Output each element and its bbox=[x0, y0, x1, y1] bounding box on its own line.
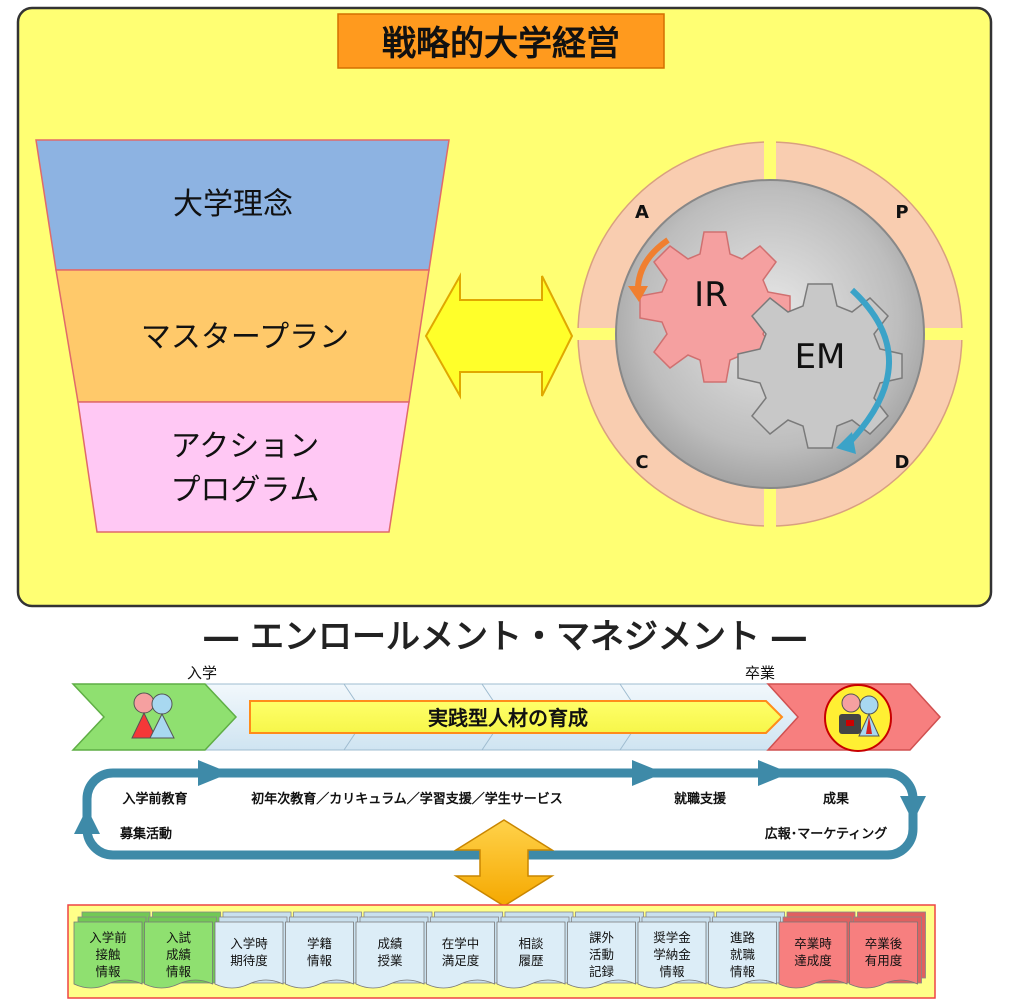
data-card-label: 奨学金 bbox=[653, 930, 691, 945]
data-card-label: 入学前 bbox=[89, 930, 127, 945]
cycle-outcome: 成果 bbox=[823, 791, 849, 807]
data-card-label: 入学時 bbox=[230, 936, 268, 951]
graduation-label: 卒業 bbox=[745, 664, 775, 682]
data-card-label: 成績 bbox=[377, 936, 402, 951]
banner-arrow bbox=[249, 700, 784, 734]
em-rotation-arrow-icon bbox=[845, 287, 892, 447]
page-title: 戦略的大学経営 bbox=[382, 24, 620, 64]
entry-label: 入学 bbox=[187, 664, 217, 682]
data-card-label: 満足度 bbox=[442, 953, 480, 968]
cycle-pr-marketing: 広報･マーケティング bbox=[765, 826, 887, 842]
ir-gear-icon bbox=[639, 231, 791, 383]
ir-rotation-arrowhead-icon bbox=[628, 286, 648, 302]
data-card-label: 授業 bbox=[377, 953, 403, 968]
data-card-label: 履歴 bbox=[518, 953, 543, 968]
double-arrow bbox=[424, 272, 574, 400]
data-card-label: 課外 bbox=[589, 930, 615, 945]
funnel-bottom-label-1: アクション bbox=[171, 429, 320, 464]
pdca-p-label: P bbox=[895, 202, 908, 223]
em-gear-icon bbox=[737, 283, 903, 449]
funnel-bottom bbox=[77, 401, 410, 533]
pre-entry-chevron bbox=[71, 683, 238, 751]
cycle-arrowhead-1-icon bbox=[198, 760, 230, 786]
pdca-a-label: A bbox=[635, 202, 649, 223]
cycle-recruitment: 募集活動 bbox=[119, 826, 172, 842]
data-card-label: 卒業後 bbox=[865, 936, 903, 951]
data-card-label: 記録 bbox=[589, 964, 615, 979]
em-rotation-arrowhead-icon bbox=[836, 432, 856, 454]
data-card-label: 情報 bbox=[730, 964, 756, 979]
data-card-label: 学納金 bbox=[653, 947, 691, 962]
data-card-label: 情報 bbox=[307, 953, 333, 968]
graduates-icon bbox=[824, 684, 892, 752]
data-card-label: 卒業時 bbox=[794, 936, 832, 951]
data-card-label: 情報 bbox=[166, 964, 192, 979]
funnel-top-label: 大学理念 bbox=[173, 187, 293, 222]
data-card-label: 学籍 bbox=[307, 936, 332, 951]
ir-gear-label: IR bbox=[694, 275, 728, 315]
data-card-label: 有用度 bbox=[865, 953, 903, 968]
data-card-list: 入学前接触情報入試成績情報入学時期待度学籍情報成績授業在学中満足度相談履歴課外活… bbox=[73, 911, 926, 989]
data-card-label: 活動 bbox=[589, 947, 614, 962]
data-card-label: 接触 bbox=[95, 947, 121, 962]
data-card-label: 就職 bbox=[730, 947, 756, 962]
applicants-icon bbox=[131, 692, 175, 739]
cycle-arrowhead-5-icon bbox=[74, 808, 100, 834]
data-card-label: 情報 bbox=[95, 964, 121, 979]
data-card-label: 成績 bbox=[166, 947, 191, 962]
vertical-double-arrow bbox=[453, 819, 555, 907]
em-heading: ― エンロールメント・マネジメント ― bbox=[204, 617, 806, 657]
cycle-job-support: 就職支援 bbox=[674, 791, 727, 807]
funnel-bottom-label-2: プログラム bbox=[170, 473, 319, 508]
cycle-arrowhead-3-icon bbox=[758, 760, 790, 786]
cycle-pre-education: 入学前教育 bbox=[122, 791, 187, 807]
cycle-arrowhead-2-icon bbox=[632, 760, 664, 786]
banner-label: 実践型人材の育成 bbox=[428, 706, 588, 730]
data-card-label: 進路 bbox=[730, 930, 756, 945]
pdca-d-label: D bbox=[895, 452, 910, 473]
data-card-label: 入試 bbox=[166, 930, 192, 945]
data-card-label: 達成度 bbox=[794, 953, 832, 968]
data-card-label: 相談 bbox=[518, 936, 544, 951]
data-card-label: 在学中 bbox=[442, 936, 480, 951]
data-card-label: 期待度 bbox=[230, 953, 268, 968]
cycle-first-year: 初年次教育／カリキュラム／学習支援／学生サービス bbox=[251, 791, 563, 807]
em-gear-label: EM bbox=[795, 337, 846, 377]
funnel-middle-label: マスタープラン bbox=[141, 320, 349, 355]
title-box bbox=[337, 13, 665, 69]
data-card-label: 情報 bbox=[659, 964, 685, 979]
cycle-arrowhead-4-icon bbox=[900, 796, 926, 822]
pdca-c-label: C bbox=[635, 452, 648, 473]
